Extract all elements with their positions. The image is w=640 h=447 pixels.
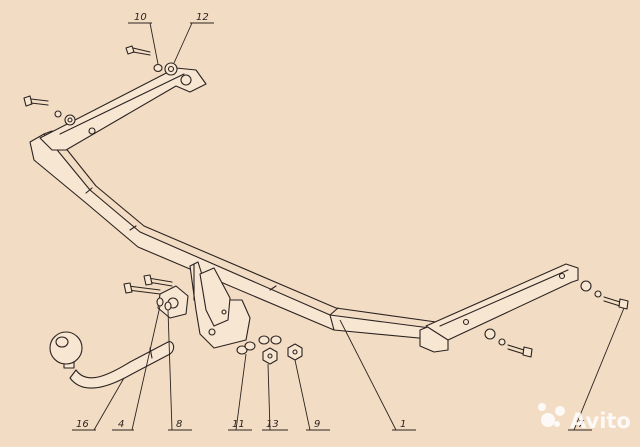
callout-16: 16	[76, 419, 89, 430]
callout-12: 12	[196, 12, 209, 23]
bolt-upper	[125, 45, 151, 56]
washer-4	[156, 297, 164, 307]
callout-7: 7	[578, 419, 585, 430]
nut-12	[164, 62, 178, 76]
callout-1: 1	[400, 419, 406, 430]
washer-11-a	[236, 345, 248, 355]
left-side-bracket	[39, 67, 207, 151]
nut-9	[287, 343, 303, 361]
bolt-right-lower	[507, 344, 533, 358]
callout-10: 10	[134, 12, 147, 23]
callout-8: 8	[176, 419, 182, 430]
ball-mount-bracket	[157, 261, 251, 349]
bolt-set-top	[23, 45, 178, 126]
bolt-lower	[23, 95, 49, 107]
nut-right-lower	[484, 328, 496, 340]
callout-9: 9	[314, 419, 320, 430]
washer-left	[54, 110, 62, 118]
washer-11-b	[244, 341, 256, 351]
bolt-right	[603, 296, 629, 310]
bolt-set-center	[123, 274, 173, 311]
right-side-bracket	[425, 263, 579, 341]
tow-ball	[49, 331, 175, 389]
callout-11: 11	[232, 419, 245, 430]
washer-13-b	[270, 335, 282, 345]
washer-10	[153, 63, 163, 73]
washer-13-a	[258, 335, 270, 345]
socket-plate	[157, 285, 189, 319]
fastener-group-bottom	[236, 335, 303, 365]
washer-8	[164, 301, 172, 311]
avito-dots-icon	[538, 403, 565, 427]
callout-numbers: 10 12 16 4 8 11 13 9 1 7	[76, 12, 585, 430]
washer-right-b	[594, 290, 602, 298]
callout-13: 13	[266, 419, 279, 430]
avito-brand-text: Avito	[570, 409, 631, 433]
bolt-set-right	[484, 280, 629, 358]
nut-13	[262, 347, 278, 365]
leader-lines	[72, 22, 625, 431]
callout-4: 4	[118, 419, 124, 430]
nut-left	[64, 114, 76, 126]
avito-watermark: Avito	[538, 403, 631, 433]
washer-right-a	[580, 280, 592, 292]
washer-right-lower	[498, 338, 506, 346]
